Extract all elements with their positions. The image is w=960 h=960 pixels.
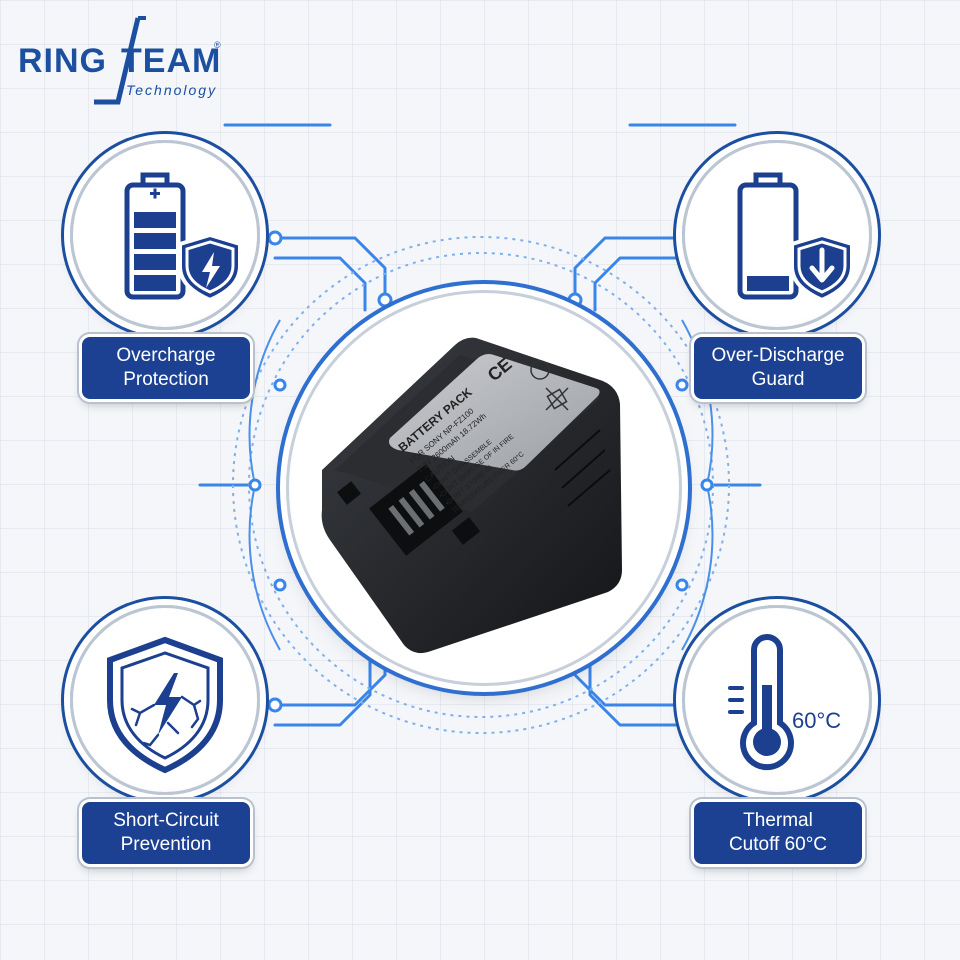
feature-label-line2: Cutoff 60°C — [728, 834, 828, 855]
battery-shield-arrow-icon — [737, 172, 854, 303]
feature-label-short-circuit: Short-Circuit Prevention — [82, 802, 250, 864]
logo-tagline: Technology — [126, 82, 218, 98]
registered-mark: ® — [214, 40, 221, 50]
battery-product-image: BATTERY PACK FOR SONY NP-FZ100 7.2V 2600… — [321, 337, 622, 654]
logo-word-left: RING — [18, 42, 107, 80]
cracked-shield-bolt-icon — [107, 636, 223, 774]
feature-label-line2: Prevention — [120, 834, 212, 855]
feature-label-line2: Protection — [123, 369, 209, 390]
brand-logo: RING TEAM ® Technology — [18, 16, 228, 106]
thermometer-icon — [728, 634, 794, 771]
temperature-badge: 60°C — [792, 708, 842, 733]
feature-overcharge — [70, 140, 260, 330]
feature-label-overcharge: Overcharge Protection — [82, 337, 250, 399]
feature-label-line2: Guard — [751, 369, 805, 390]
logo-mark — [94, 16, 146, 105]
logo-word-right: TEAM — [121, 42, 222, 80]
feature-label-line1: Overcharge — [116, 345, 216, 366]
feature-label-over-discharge: Over-Discharge Guard — [694, 337, 862, 399]
feature-thermal: 60°C — [682, 605, 872, 795]
feature-over-discharge — [682, 140, 872, 330]
feature-label-line1: Thermal — [743, 810, 813, 831]
battery-shield-bolt-icon — [124, 172, 242, 303]
feature-label-thermal: Thermal Cutoff 60°C — [694, 802, 862, 864]
feature-label-line1: Short-Circuit — [113, 810, 219, 831]
feature-short-circuit — [70, 605, 260, 795]
feature-label-line1: Over-Discharge — [711, 345, 845, 366]
